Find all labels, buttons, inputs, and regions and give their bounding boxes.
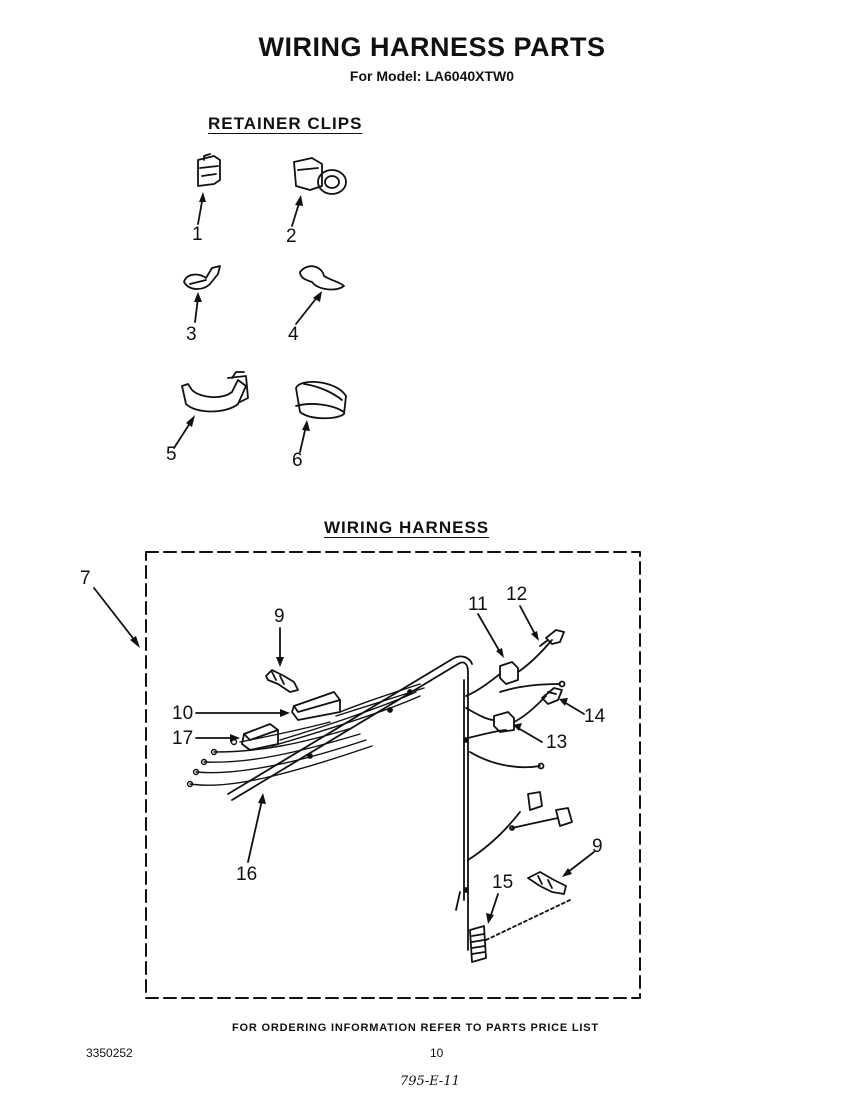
callout-7: 7 (80, 568, 91, 589)
callout-4: 4 (288, 324, 299, 345)
retainer-clip-3-drawing (183, 265, 221, 290)
callout-arrow-14 (563, 701, 585, 715)
document-number: 3350252 (86, 1046, 133, 1060)
retainer-clips-heading: RETAINER CLIPS (208, 114, 363, 133)
retainer-clip-2-drawing (293, 157, 347, 195)
connector-17-drawing (241, 723, 279, 751)
callout-12: 12 (506, 584, 528, 605)
handwritten-date-note: 795-E-11 (400, 1074, 460, 1089)
callout-13: 13 (546, 732, 568, 753)
model-subtitle: For Model: LA6040XTW0 (349, 68, 515, 84)
callout-5: 5 (166, 444, 177, 465)
callout-11: 11 (468, 594, 488, 615)
harness-wire-bundle (186, 683, 425, 788)
callout-arrow-15 (489, 893, 499, 919)
callout-arrow-9-lower (567, 851, 595, 873)
callout-arrow-12 (519, 605, 537, 637)
callout-10: 10 (172, 703, 194, 724)
page-title: WIRING HARNESS PARTS (258, 32, 606, 62)
callout-16: 16 (236, 864, 258, 885)
callout-15: 15 (492, 872, 514, 893)
terminal-14-drawing (541, 687, 563, 705)
callout-arrow-11 (477, 613, 501, 653)
callout-1: 1 (192, 224, 203, 245)
callout-arrow-16 (247, 799, 263, 863)
page-number: 10 (430, 1046, 444, 1060)
callout-14: 14 (584, 706, 606, 727)
callout-arrow-4 (295, 295, 319, 325)
ordering-info-note: FOR ORDERING INFORMATION REFER TO PARTS … (232, 1022, 599, 1034)
callout-6: 6 (292, 450, 303, 471)
terminal-9-upper-drawing (265, 669, 299, 693)
callout-9-lower: 9 (592, 836, 603, 857)
harness-side-connectors (467, 791, 573, 861)
callout-17: 17 (172, 728, 194, 749)
terminal-12-drawing (539, 629, 565, 647)
connector-10-drawing (291, 691, 341, 721)
retainer-clip-5-drawing (181, 371, 249, 413)
retainer-clip-6-drawing (295, 381, 347, 420)
callout-arrow-13 (517, 727, 543, 743)
retainer-clip-1-drawing (197, 153, 221, 187)
harness-main-trunk (227, 655, 473, 951)
callout-arrow-7 (93, 587, 137, 643)
callout-9-upper: 9 (274, 606, 285, 627)
terminal-9-lower-drawing (485, 871, 571, 941)
connector-11-drawing (465, 639, 553, 697)
connector-block-15-drawing (455, 891, 487, 963)
wiring-harness-heading: WIRING HARNESS (324, 518, 490, 537)
harness-assembly-boundary (145, 551, 641, 999)
retainer-clip-4-drawing (299, 265, 345, 291)
callout-3: 3 (186, 324, 197, 345)
callout-2: 2 (286, 226, 297, 247)
